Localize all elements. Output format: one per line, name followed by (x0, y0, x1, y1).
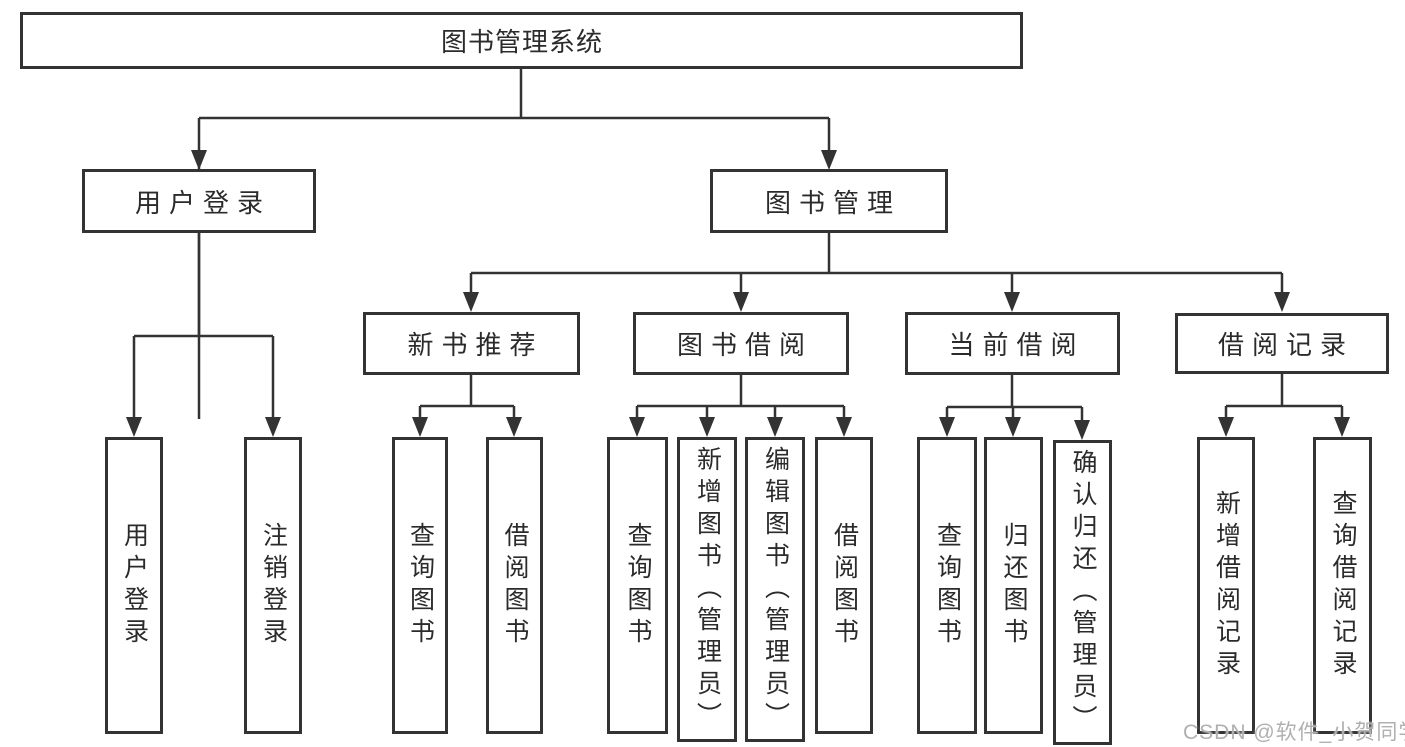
leaf-borrow-borrow-books-label: 借阅图书 (830, 521, 859, 650)
leaf-query-borrow-record-label: 查询借阅记录 (1329, 489, 1357, 682)
leaf-confirm-return-admin: 确认归还（管理员） (1053, 440, 1112, 745)
leaf-recommend-borrow-books-label: 借阅图书 (501, 521, 529, 650)
leaf-borrow-query-books: 查询图书 (607, 437, 668, 734)
node-book-borrow: 图书借阅 (633, 312, 849, 375)
leaf-add-borrow-record: 新增借阅记录 (1197, 437, 1255, 734)
node-new-book-recommend-label: 新书推荐 (407, 330, 544, 360)
csdn-watermark: CSDN @软件_小贺同学 (1183, 721, 1405, 744)
node-book-management: 图书管理 (710, 169, 948, 233)
leaf-user-login-label: 用户登录 (120, 521, 149, 650)
node-borrow-records-label: 借阅记录 (1217, 330, 1354, 360)
node-user-login: 用户登录 (82, 169, 316, 233)
leaf-recommend-query-books: 查询图书 (392, 437, 448, 734)
node-current-borrow-label: 当前借阅 (948, 330, 1085, 360)
leaf-return-books-label: 归还图书 (1000, 521, 1028, 650)
leaf-logout-label: 注销登录 (259, 521, 288, 650)
leaf-recommend-query-books-label: 查询图书 (406, 521, 435, 650)
node-root: 图书管理系统 (20, 12, 1023, 69)
leaf-borrow-query-books-label: 查询图书 (624, 521, 652, 650)
node-new-book-recommend: 新书推荐 (363, 312, 580, 375)
leaf-edit-books-admin-label: 编辑图书（管理员） (761, 445, 790, 734)
leaf-return-books: 归还图书 (984, 437, 1043, 734)
node-root-label: 图书管理系统 (440, 27, 603, 57)
leaf-recommend-borrow-books: 借阅图书 (486, 437, 543, 734)
leaf-add-books-admin: 新增图书（管理员） (677, 437, 737, 742)
leaf-confirm-return-admin-label: 确认归还（管理员） (1069, 448, 1097, 737)
leaf-current-query-books: 查询图书 (917, 437, 977, 734)
node-borrow-records: 借阅记录 (1175, 313, 1389, 374)
leaf-add-borrow-record-label: 新增借阅记录 (1212, 489, 1241, 682)
node-book-management-label: 图书管理 (764, 187, 901, 218)
node-book-borrow-label: 图书借阅 (676, 330, 813, 360)
leaf-query-borrow-record: 查询借阅记录 (1313, 437, 1372, 734)
leaf-edit-books-admin: 编辑图书（管理员） (745, 437, 805, 742)
leaf-logout: 注销登录 (244, 437, 302, 734)
leaf-borrow-borrow-books: 借阅图书 (815, 437, 873, 734)
leaf-add-books-admin-label: 新增图书（管理员） (693, 445, 722, 734)
leaf-current-query-books-label: 查询图书 (933, 521, 962, 650)
node-current-borrow: 当前借阅 (905, 312, 1120, 375)
node-user-login-label: 用户登录 (134, 187, 271, 218)
leaf-user-login: 用户登录 (105, 437, 163, 734)
